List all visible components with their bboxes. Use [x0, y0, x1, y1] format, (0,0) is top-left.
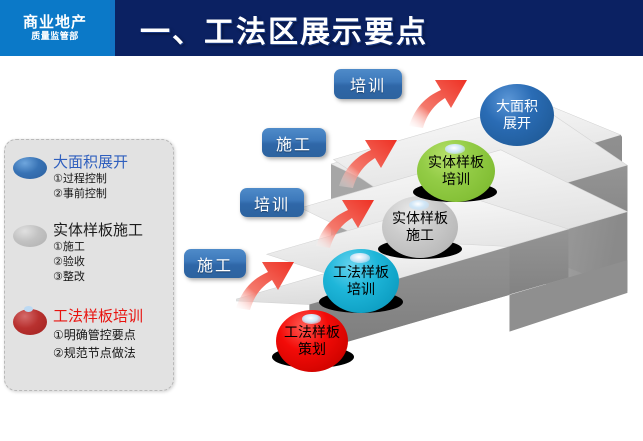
highlight-icon: [301, 314, 321, 324]
grey-ellipse-icon: [13, 225, 47, 247]
page-title: 一、工法区展示要点: [140, 16, 428, 49]
sphere-shiti-yangban-shigong[interactable]: 实体样板 施工: [382, 196, 458, 258]
legend-group-damianji: 大面积展开 ①过程控制 ②事前控制: [13, 154, 128, 202]
legend-title: 工法样板培训: [53, 308, 144, 325]
legend-group-gongfa: 工法样板培训 ①明确管控要点 ②规范节点做法: [13, 306, 143, 362]
legend-item: ②事前控制: [53, 188, 107, 200]
sphere-line-2: 策划: [298, 341, 326, 357]
callout-step4-peixun[interactable]: 培训: [334, 69, 402, 99]
highlight-icon: [350, 253, 371, 264]
callout-label: 施工: [275, 136, 312, 154]
sphere-shiti-yangban-peixun[interactable]: 实体样板 培训: [417, 140, 495, 202]
sphere-line-2: 展开: [503, 115, 531, 131]
company-logo: 商业地产 质量监管部: [0, 0, 110, 56]
callout-step1-shigong[interactable]: 施工: [184, 249, 246, 278]
sphere-gongfa-yangban-cehua[interactable]: 工法样板 策划: [276, 310, 348, 372]
highlight-icon: [409, 200, 430, 210]
legend-group-shiti: 实体样板施工 ①施工 ②验收 ③整改: [13, 222, 143, 285]
sphere-line-1: 实体样板: [392, 210, 448, 226]
sphere-line-1: 工法样板: [333, 264, 389, 280]
sphere-line-2: 施工: [406, 227, 434, 243]
callout-step2-peixun[interactable]: 培训: [240, 188, 304, 217]
sphere-gongfa-yangban-peixun[interactable]: 工法样板 培训: [323, 249, 399, 313]
callout-step3-shigong[interactable]: 施工: [262, 128, 326, 157]
sphere-line-1: 实体样板: [428, 154, 484, 170]
legend-group-text: 工法样板培训 ①明确管控要点 ②规范节点做法: [53, 308, 143, 362]
callout-label: 培训: [349, 78, 386, 95]
highlight-icon: [445, 144, 466, 154]
red-sphere-icon: [13, 306, 47, 335]
header-accent-strip: [110, 0, 115, 56]
blue-ellipse-icon: [13, 157, 47, 179]
sphere-line-1: 工法样板: [284, 324, 340, 340]
legend-item: ②规范节点做法: [53, 346, 136, 360]
callout-label: 施工: [196, 257, 233, 275]
legend-title: 大面积展开: [53, 154, 129, 171]
callout-label: 培训: [253, 196, 290, 214]
logo-main-text: 商业地产: [22, 14, 87, 31]
legend-panel: 大面积展开 ①过程控制 ②事前控制 实体样板施工 ①施工 ②验收 ③整改 工法样…: [4, 139, 174, 391]
sphere-line-1: 大面积: [496, 98, 538, 114]
legend-item: ①明确管控要点: [53, 328, 136, 342]
legend-group-text: 大面积展开 ①过程控制 ②事前控制: [53, 154, 128, 202]
legend-group-text: 实体样板施工 ①施工 ②验收 ③整改: [53, 222, 143, 285]
legend-item: ③整改: [53, 271, 85, 283]
sphere-line-2: 培训: [442, 171, 470, 187]
legend-title: 实体样板施工: [53, 222, 144, 239]
legend-item: ②验收: [53, 256, 85, 268]
logo-sub-text: 质量监管部: [31, 31, 79, 41]
slide-header: 商业地产 质量监管部 一、工法区展示要点: [0, 0, 643, 56]
legend-item: ①施工: [53, 241, 85, 253]
sphere-damianji-zhankai[interactable]: 大面积 展开: [480, 84, 554, 146]
sphere-line-2: 培训: [347, 281, 375, 297]
legend-item: ①过程控制: [53, 173, 107, 185]
